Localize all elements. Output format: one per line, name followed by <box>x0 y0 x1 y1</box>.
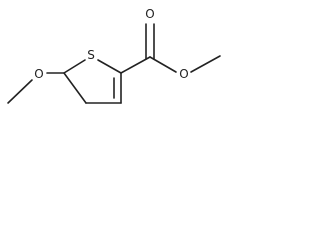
bond-o-methyl-left <box>7 79 33 104</box>
bond-c5-c4 <box>63 72 87 104</box>
ester-oxygen-label: O <box>179 67 188 81</box>
carbonyl-oxygen-label: O <box>145 7 154 21</box>
bond-c5-s <box>63 59 86 74</box>
molecule-structure: S O O O <box>7 7 221 104</box>
bond-carbon-ester-oxygen <box>149 56 177 73</box>
bond-s-c2 <box>97 59 122 74</box>
bond-ester-oxygen-methyl <box>190 55 221 73</box>
bond-c2-carbonyl-carbon <box>120 56 151 74</box>
methoxy-oxygen-label: O <box>34 67 43 81</box>
sulfur-atom-label: S <box>87 48 95 62</box>
